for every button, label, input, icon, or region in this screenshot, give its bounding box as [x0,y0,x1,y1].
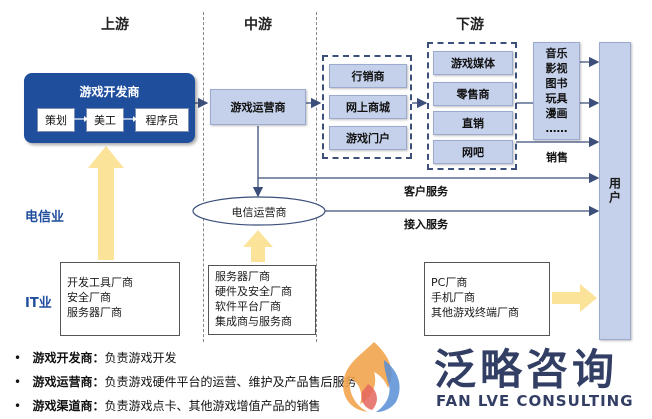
it-midstream-item: 集成商与服务商 [215,315,292,328]
watermark-flame-icon [343,342,400,412]
bullet-channel: • 游戏渠道商：负责游戏点卡、其他游戏增值产品的销售 [14,397,321,414]
header-downstream: 下游 [456,17,484,33]
header-upstream: 上游 [101,17,129,33]
bullet-developer: • 游戏开发商：负责游戏开发 [14,349,177,366]
bullet-dot: • [14,399,33,413]
bullet-desc: 负责游戏开发 [104,351,177,365]
bullet-dot: • [14,351,33,365]
arrow-it-downstream-right [552,284,597,312]
watermark-logo: 泛略咨询 FAN LVE CONSULTING [338,338,644,418]
role-planner: 策划 [37,108,75,132]
bullet-desc: 负责游戏硬件平台的运营、维护及产品售后服务 [104,375,357,389]
product-comics: 漫画 [545,107,568,120]
it-upstream-item: 安全厂商 [67,291,111,304]
divider-upstream-midstream [203,12,204,342]
side-label-telecom: 电信业 [25,210,65,225]
product-music: 音乐 [545,47,568,60]
bullet-dot: • [14,375,33,389]
outlet-game-media: 游戏媒体 [433,51,513,75]
outlet-retailer: 零售商 [433,82,513,106]
it-downstream-suppliers: PC厂商 手机厂商 其他游戏终端厂商 [424,262,550,336]
label-access-service: 接入服务 [404,218,448,231]
bullet-term: 游戏开发商： [32,351,105,365]
label-customer-service: 客户服务 [404,185,448,198]
role-programmer: 程序员 [135,108,189,132]
product-film: 影视 [545,62,568,75]
telecom-operator-ellipse [192,196,326,226]
bullet-term: 游戏渠道商： [32,399,105,413]
it-downstream-item: 其他游戏终端厂商 [431,306,519,319]
divider-midstream-downstream [316,12,317,342]
outlet-internet-cafe: 网吧 [433,140,513,164]
it-midstream-suppliers: 服务器厂商 硬件及安全厂商 软件平台厂商 集成商与服务商 [208,265,316,335]
product-toys: 玩具 [545,92,568,105]
it-downstream-item: 手机厂商 [431,291,475,304]
it-downstream-item: PC厂商 [431,276,468,289]
product-ellipsis: …… [545,122,568,135]
it-upstream-item: 服务器厂商 [67,306,122,319]
it-upstream-suppliers: 开发工具厂商 安全厂商 服务器厂商 [60,262,180,336]
other-products-box: 音乐 影视 图书 玩具 漫画 …… [533,42,580,140]
it-upstream-item: 开发工具厂商 [67,276,133,289]
developer-group: 游戏开发商 策划 美工 程序员 [24,73,195,143]
bullet-term: 游戏运营商： [32,375,105,389]
arrow-it-midstream-up [243,230,273,262]
watermark-cn: 泛略咨询 [434,345,619,394]
product-books: 图书 [545,77,568,90]
telecom-operator-label: 电信运营商 [231,206,287,219]
channel-online-mall: 网上商城 [329,95,407,119]
bullet-desc: 负责游戏点卡、其他游戏增值产品的销售 [104,399,321,413]
label-sales: 销售 [546,151,568,164]
header-midstream: 中游 [244,17,272,33]
outlet-direct-sales: 直销 [433,111,513,135]
it-midstream-item: 软件平台厂商 [215,300,281,313]
role-artist: 美工 [86,108,124,132]
bullet-operator: • 游戏运营商：负责游戏硬件平台的运营、维护及产品售后服务 [14,373,357,390]
it-midstream-item: 服务器厂商 [215,270,270,283]
role-connectors [74,116,137,122]
arrow-it-upstream-up [88,146,124,260]
channel-game-portal: 游戏门户 [329,126,407,150]
developer-title: 游戏开发商 [79,85,140,99]
user-bar: 用户 [599,42,631,340]
watermark-en: FAN LVE CONSULTING [436,392,634,410]
channel-marketer: 行销商 [329,64,407,88]
it-midstream-item: 硬件及安全厂商 [215,285,292,298]
outlets-group [427,42,517,170]
game-operator-box: 游戏运营商 [210,89,306,125]
channels-group [322,55,412,159]
side-label-it: IT业 [25,296,52,311]
